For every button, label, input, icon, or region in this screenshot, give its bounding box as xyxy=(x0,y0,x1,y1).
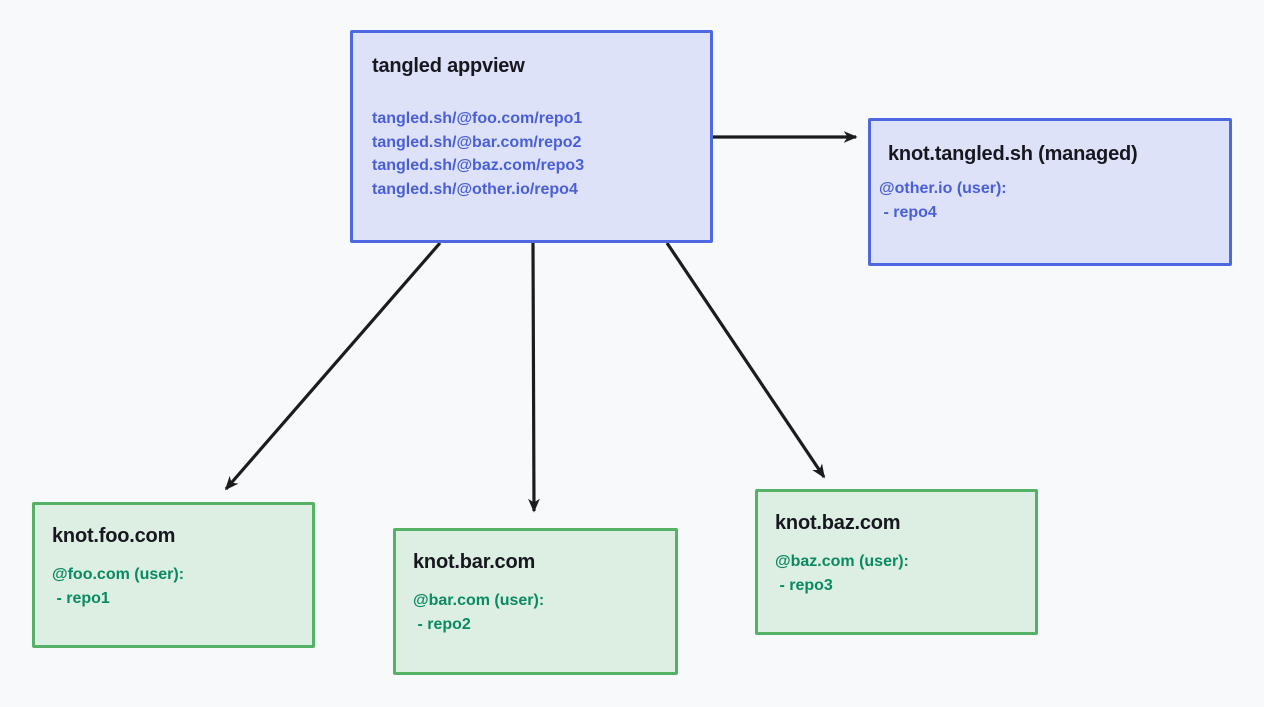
knot-user: @other.io (user): xyxy=(879,180,1007,197)
node-appview: tangled appview tangled.sh/@foo.com/repo… xyxy=(350,30,713,243)
knot-repo: - repo2 xyxy=(413,615,471,633)
node-title: knot.tangled.sh (managed) xyxy=(888,143,1138,165)
node-title: knot.bar.com xyxy=(413,551,536,573)
edge-appview-to-knot-bar xyxy=(528,242,540,513)
knot-user: @bar.com (user): xyxy=(413,592,545,609)
knot-repo: - repo3 xyxy=(775,576,833,594)
knot-repo: - repo4 xyxy=(879,203,937,221)
edge-appview-to-knot-foo xyxy=(224,241,442,491)
node-knot-bar: knot.bar.com @bar.com (user): - repo2 xyxy=(393,528,678,675)
node-title: knot.foo.com xyxy=(52,525,176,547)
node-knot-baz: knot.baz.com @baz.com (user): - repo3 xyxy=(755,489,1038,635)
repo-link: tangled.sh/@bar.com/repo2 xyxy=(372,133,582,151)
knot-repo: - repo1 xyxy=(52,589,110,607)
node-title: tangled appview xyxy=(372,55,525,77)
repo-link: tangled.sh/@other.io/repo4 xyxy=(372,180,578,198)
node-title: knot.baz.com xyxy=(775,512,901,534)
edge-appview-to-knot-baz xyxy=(665,242,826,479)
knot-user: @baz.com (user): xyxy=(775,553,909,570)
repo-link: tangled.sh/@baz.com/repo3 xyxy=(372,157,585,174)
node-knot-tangled: knot.tangled.sh (managed) @other.io (use… xyxy=(868,118,1232,266)
node-knot-foo: knot.foo.com @foo.com (user): - repo1 xyxy=(32,502,315,648)
repo-link: tangled.sh/@foo.com/repo1 xyxy=(372,110,583,127)
knot-user: @foo.com (user): xyxy=(52,566,185,583)
